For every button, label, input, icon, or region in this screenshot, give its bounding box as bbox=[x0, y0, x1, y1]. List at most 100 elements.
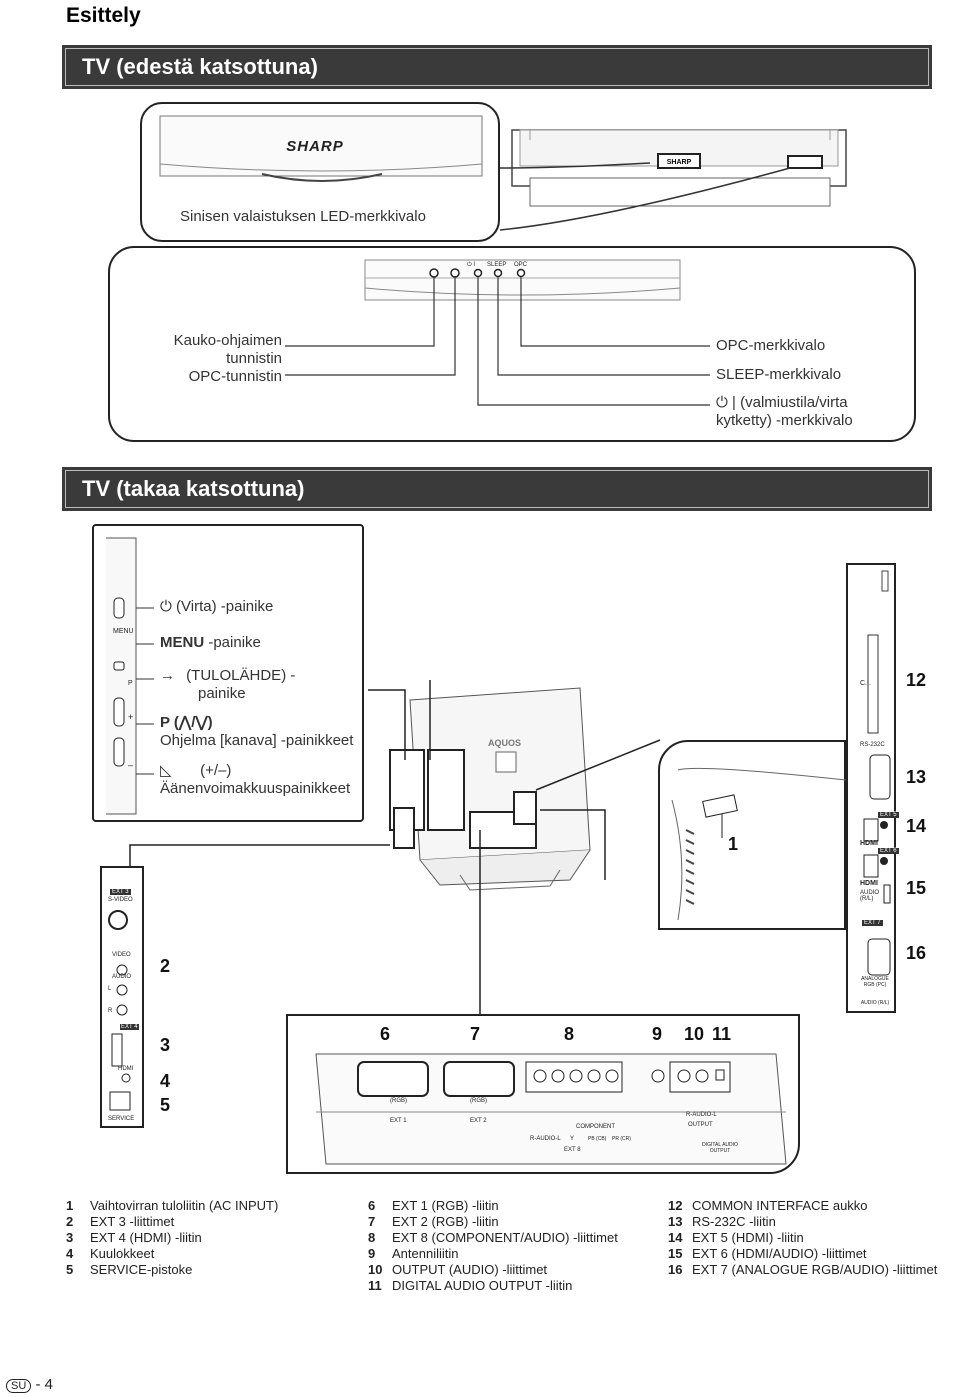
callout-15: 15 bbox=[906, 878, 927, 898]
ext7-label: EXT 7 bbox=[862, 920, 883, 926]
left-terminal-drawing bbox=[108, 910, 131, 1111]
rear-view-title: TV (takaa katsottuna) bbox=[82, 476, 305, 501]
ac-input-drawing bbox=[671, 767, 847, 921]
side-menu-label: MENU bbox=[113, 628, 134, 635]
rs232c-label: RS-232C bbox=[860, 742, 885, 748]
callout-9: 9 bbox=[652, 1024, 663, 1044]
left-terminal-panel bbox=[100, 866, 144, 1128]
digital-audio-output-label: DIGITAL AUDIO OUTPUT bbox=[702, 1142, 738, 1154]
svideo-label: S-VIDEO bbox=[108, 897, 133, 903]
audio-r-label: R bbox=[108, 1008, 113, 1014]
callout-7: 7 bbox=[470, 1024, 481, 1044]
side-p-label: P bbox=[128, 680, 133, 687]
ext8-audio-label: R-AUDIO-L bbox=[530, 1136, 561, 1142]
component-pb-label: PB (CB) bbox=[588, 1136, 607, 1142]
ext4-label: EXT 4 bbox=[120, 1024, 139, 1030]
front-bezel-closeup: SHARP Sinisen valaistuksen LED-merkkival… bbox=[140, 102, 500, 242]
callout-3: 3 bbox=[160, 1035, 171, 1055]
left-hdmi-label: HDMI bbox=[118, 1066, 134, 1072]
rear-view-title-bar: TV (takaa katsottuna) bbox=[62, 467, 932, 511]
output-audio-label: R-AUDIO-L bbox=[686, 1112, 717, 1118]
callout-1: 1 bbox=[728, 834, 739, 854]
bezel-drawing bbox=[159, 115, 483, 182]
ext6-hdmi-label: HDMI bbox=[860, 880, 878, 887]
callout-5: 5 bbox=[160, 1095, 171, 1115]
panel-label-sleep: SLEEP bbox=[487, 262, 507, 268]
ext6-label: EXT 6 bbox=[878, 848, 899, 854]
language-badge: SU bbox=[6, 1379, 32, 1393]
side-minus-label: – bbox=[128, 760, 134, 770]
audio-label: AUDIO bbox=[112, 974, 132, 980]
ext1-rgb-label: (RGB) bbox=[390, 1098, 407, 1104]
front-connector-lines bbox=[499, 162, 791, 231]
service-label: SERVICE bbox=[108, 1116, 135, 1122]
power-icon: ⏻ bbox=[160, 598, 172, 615]
component-label: COMPONENT bbox=[576, 1124, 615, 1130]
ext1-label: EXT 1 bbox=[390, 1118, 407, 1124]
input-source-icon: → bbox=[160, 667, 175, 684]
side-controls-drawing bbox=[106, 537, 154, 815]
page-footer: SU - 4 bbox=[6, 1376, 53, 1393]
video-label: VIDEO bbox=[112, 952, 131, 958]
ci-slot-label: C.I. bbox=[860, 680, 871, 687]
ext2-rgb-label: (RGB) bbox=[470, 1098, 487, 1104]
rear-tv-body-drawing bbox=[389, 687, 591, 891]
component-pr-label: PR (CR) bbox=[612, 1136, 631, 1142]
callout-14: 14 bbox=[906, 816, 927, 836]
panel-label-opc: OPC bbox=[514, 262, 528, 268]
ext8-label: EXT 8 bbox=[564, 1147, 581, 1153]
brand-logo: SHARP bbox=[286, 138, 344, 155]
component-y-label: Y bbox=[570, 1136, 575, 1142]
audio-l-label: L bbox=[108, 986, 112, 992]
ext6-audio-label: AUDIO (R/L) bbox=[860, 890, 880, 902]
ac-input-closeup bbox=[658, 740, 846, 930]
output-label: OUTPUT bbox=[688, 1122, 713, 1128]
indicator-panel-drawing bbox=[285, 259, 710, 406]
svg-text:SHARP: SHARP bbox=[667, 159, 692, 166]
section-title: Esittely bbox=[66, 4, 141, 27]
led-label: Sinisen valaistuksen LED-merkkivalo bbox=[180, 208, 426, 225]
power-button-label: ⏻ (Virta) -painike bbox=[160, 598, 274, 615]
bottom-terminal-drawing bbox=[315, 1053, 787, 1165]
side-controls-closeup bbox=[92, 524, 364, 822]
ext2-label: EXT 2 bbox=[470, 1118, 487, 1124]
callout-13: 13 bbox=[906, 767, 927, 787]
callout-10: 10 bbox=[684, 1024, 705, 1044]
front-view-title-bar: TV (edestä katsottuna) bbox=[62, 45, 932, 89]
ext5-label: EXT 5 bbox=[878, 812, 899, 818]
ext7-audio-label: AUDIO (R/L) bbox=[860, 1000, 890, 1006]
ext3-label: EXT 3 bbox=[110, 889, 131, 895]
front-tv-drawing: SHARP bbox=[511, 129, 847, 207]
callout-6: 6 bbox=[380, 1024, 391, 1044]
callout-16: 16 bbox=[906, 943, 927, 963]
sleep-indicator-label: SLEEP-merkkivalo bbox=[716, 366, 842, 383]
front-view-title: TV (edestä katsottuna) bbox=[82, 54, 318, 79]
remote-sensor-label: Kauko-ohjaimen tunnistin OPC-tunnistin bbox=[173, 332, 282, 385]
volume-icon: ◺ bbox=[160, 762, 172, 779]
power-icon: ⏻ bbox=[716, 394, 728, 411]
right-terminal-drawing bbox=[863, 570, 891, 976]
callout-8: 8 bbox=[564, 1024, 575, 1044]
input-button-label: → (TULOLÄHDE) - painike bbox=[160, 667, 296, 702]
ext5-hdmi-label: HDMI bbox=[860, 840, 878, 847]
aquos-logo: AQUOS bbox=[488, 738, 522, 748]
power-indicator-label: ⏻ | (valmiustila/virta kytketty) -merkki… bbox=[716, 394, 853, 429]
channel-buttons-label: P (⋀/⋁) Ohjelma [kanava] -painikkeet bbox=[160, 714, 354, 749]
